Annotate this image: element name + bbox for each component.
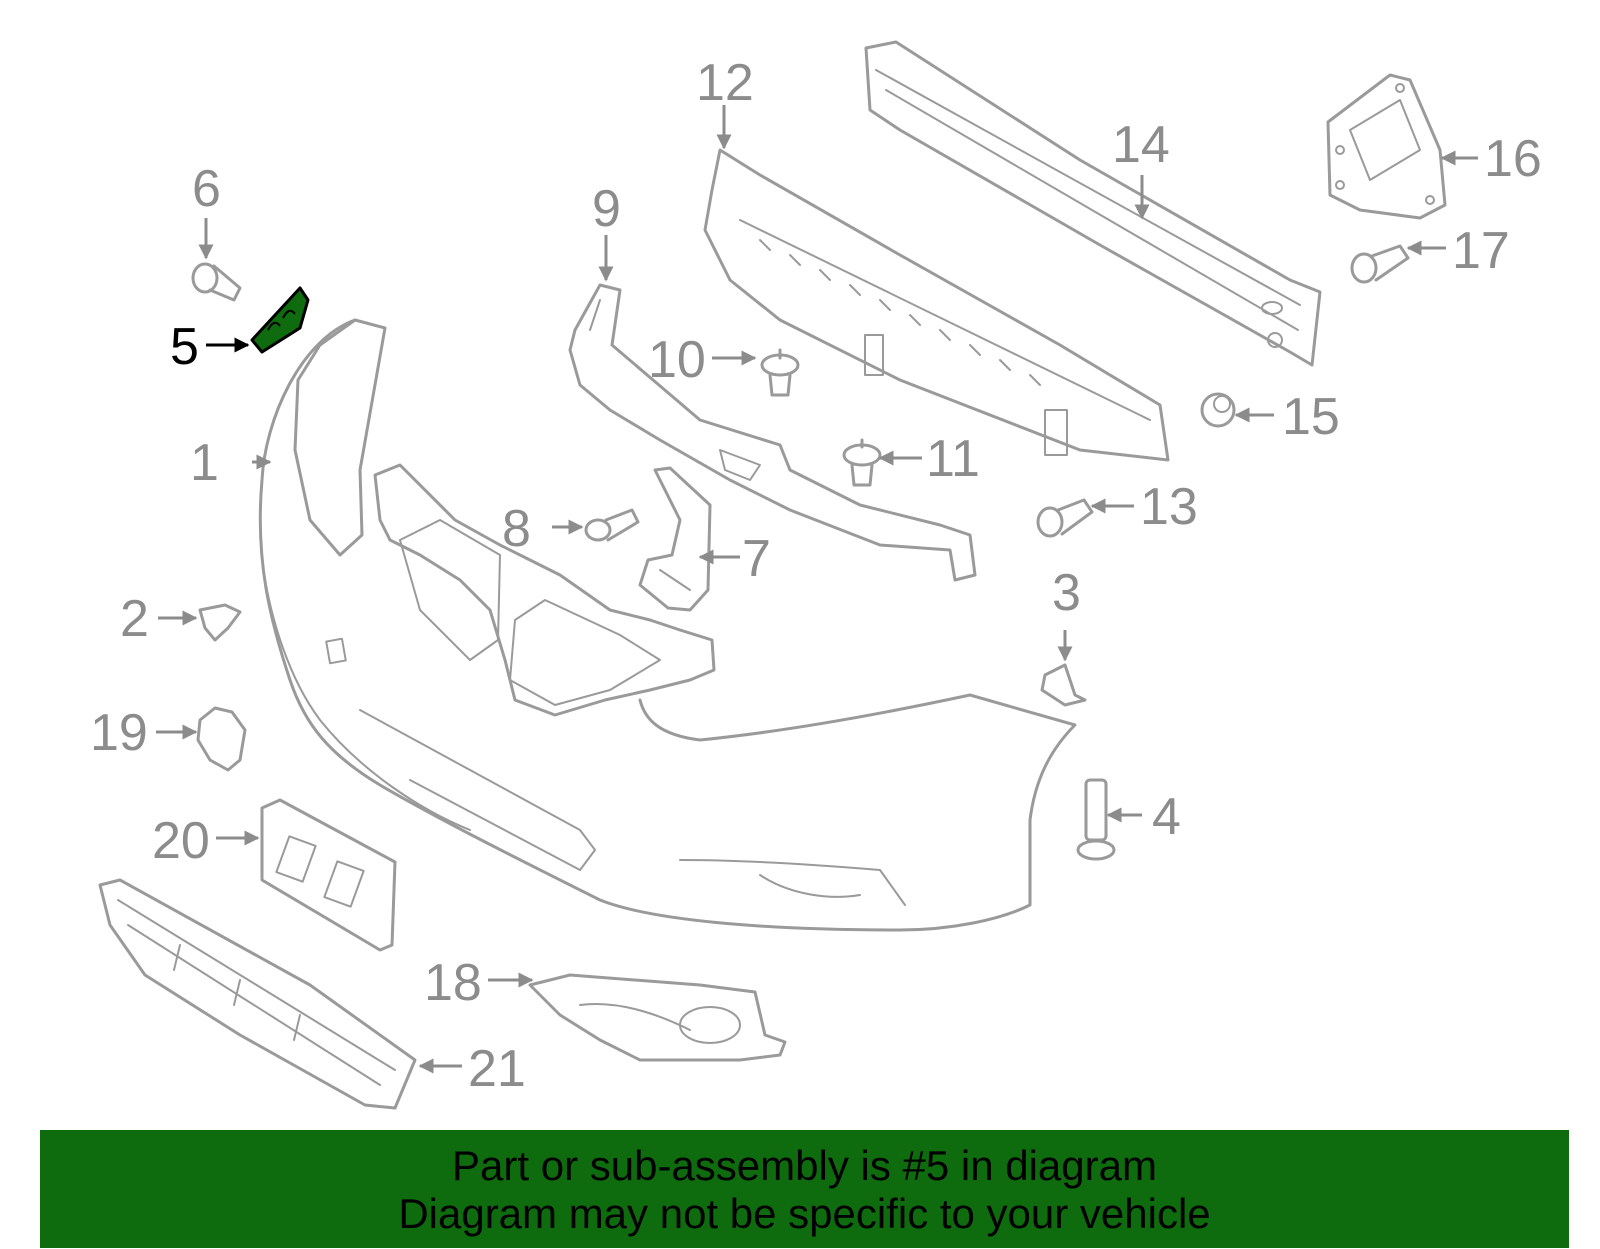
- parts-diagram: 1 2 3 4 5 6 7 8 9 10 11 12 13 14 15 16 1…: [90, 40, 1542, 1110]
- callout-7: 7: [742, 530, 771, 588]
- part-19-cap[interactable]: [196, 706, 247, 772]
- callout-1: 1: [190, 434, 219, 492]
- callout-20: 20: [152, 812, 210, 870]
- part-3-clip[interactable]: [1040, 663, 1087, 707]
- callout-11: 11: [926, 430, 980, 488]
- part-12-energy-absorber[interactable]: [703, 148, 1170, 462]
- banner-line-2: Diagram may not be specific to your vehi…: [398, 1190, 1211, 1237]
- callout-14: 14: [1112, 116, 1170, 174]
- callout-13: 13: [1140, 478, 1198, 536]
- part-13-bolt[interactable]: [1036, 498, 1094, 538]
- callout-18: 18: [424, 954, 482, 1012]
- callout-labels: 1 2 3 4 5 6 7 8 9 10 11 12 13 14 15 16 1…: [90, 54, 1542, 1098]
- callout-17: 17: [1452, 222, 1510, 280]
- callout-15: 15: [1282, 388, 1340, 446]
- callout-21: 21: [468, 1040, 526, 1098]
- callout-10: 10: [648, 331, 706, 389]
- part-2-push-pin[interactable]: [198, 603, 242, 642]
- part-16-bracket[interactable]: [1326, 73, 1447, 220]
- part-17-bolt[interactable]: [1350, 244, 1410, 284]
- callout-3: 3: [1052, 564, 1081, 622]
- callout-4: 4: [1152, 788, 1181, 846]
- callout-16: 16: [1484, 130, 1542, 188]
- part-5-bracket-highlighted[interactable]: [250, 286, 310, 354]
- part-8-bolt[interactable]: [584, 508, 640, 542]
- part-4-stud[interactable]: [1076, 778, 1116, 861]
- part-9-upper-support[interactable]: [568, 283, 977, 582]
- info-banner: Part or sub-assembly is #5 in diagram Di…: [40, 1130, 1569, 1248]
- callout-2: 2: [120, 590, 149, 648]
- callout-6: 6: [192, 160, 221, 218]
- part-7-side-bracket[interactable]: [638, 466, 712, 612]
- part-21-lower-grille[interactable]: [98, 878, 417, 1110]
- callout-5: 5: [170, 318, 199, 376]
- part-1-bumper-cover[interactable]: [258, 318, 1077, 932]
- part-20-license-bracket[interactable]: [260, 798, 397, 952]
- part-6-bolt[interactable]: [191, 262, 242, 302]
- callout-8: 8: [502, 500, 531, 558]
- banner-line-1: Part or sub-assembly is #5 in diagram: [452, 1142, 1157, 1189]
- part-14-reinforcement-beam[interactable]: [864, 40, 1322, 367]
- part-18-fog-bezel[interactable]: [528, 973, 787, 1062]
- callout-12: 12: [696, 54, 754, 112]
- part-11-push-pin[interactable]: [842, 438, 882, 487]
- callout-9: 9: [592, 180, 621, 238]
- part-15-clip[interactable]: [1200, 392, 1236, 428]
- leader-lines: [156, 105, 1478, 1074]
- part-10-push-pin[interactable]: [760, 348, 800, 397]
- callout-19: 19: [90, 704, 148, 762]
- grille-carrier: [373, 463, 716, 717]
